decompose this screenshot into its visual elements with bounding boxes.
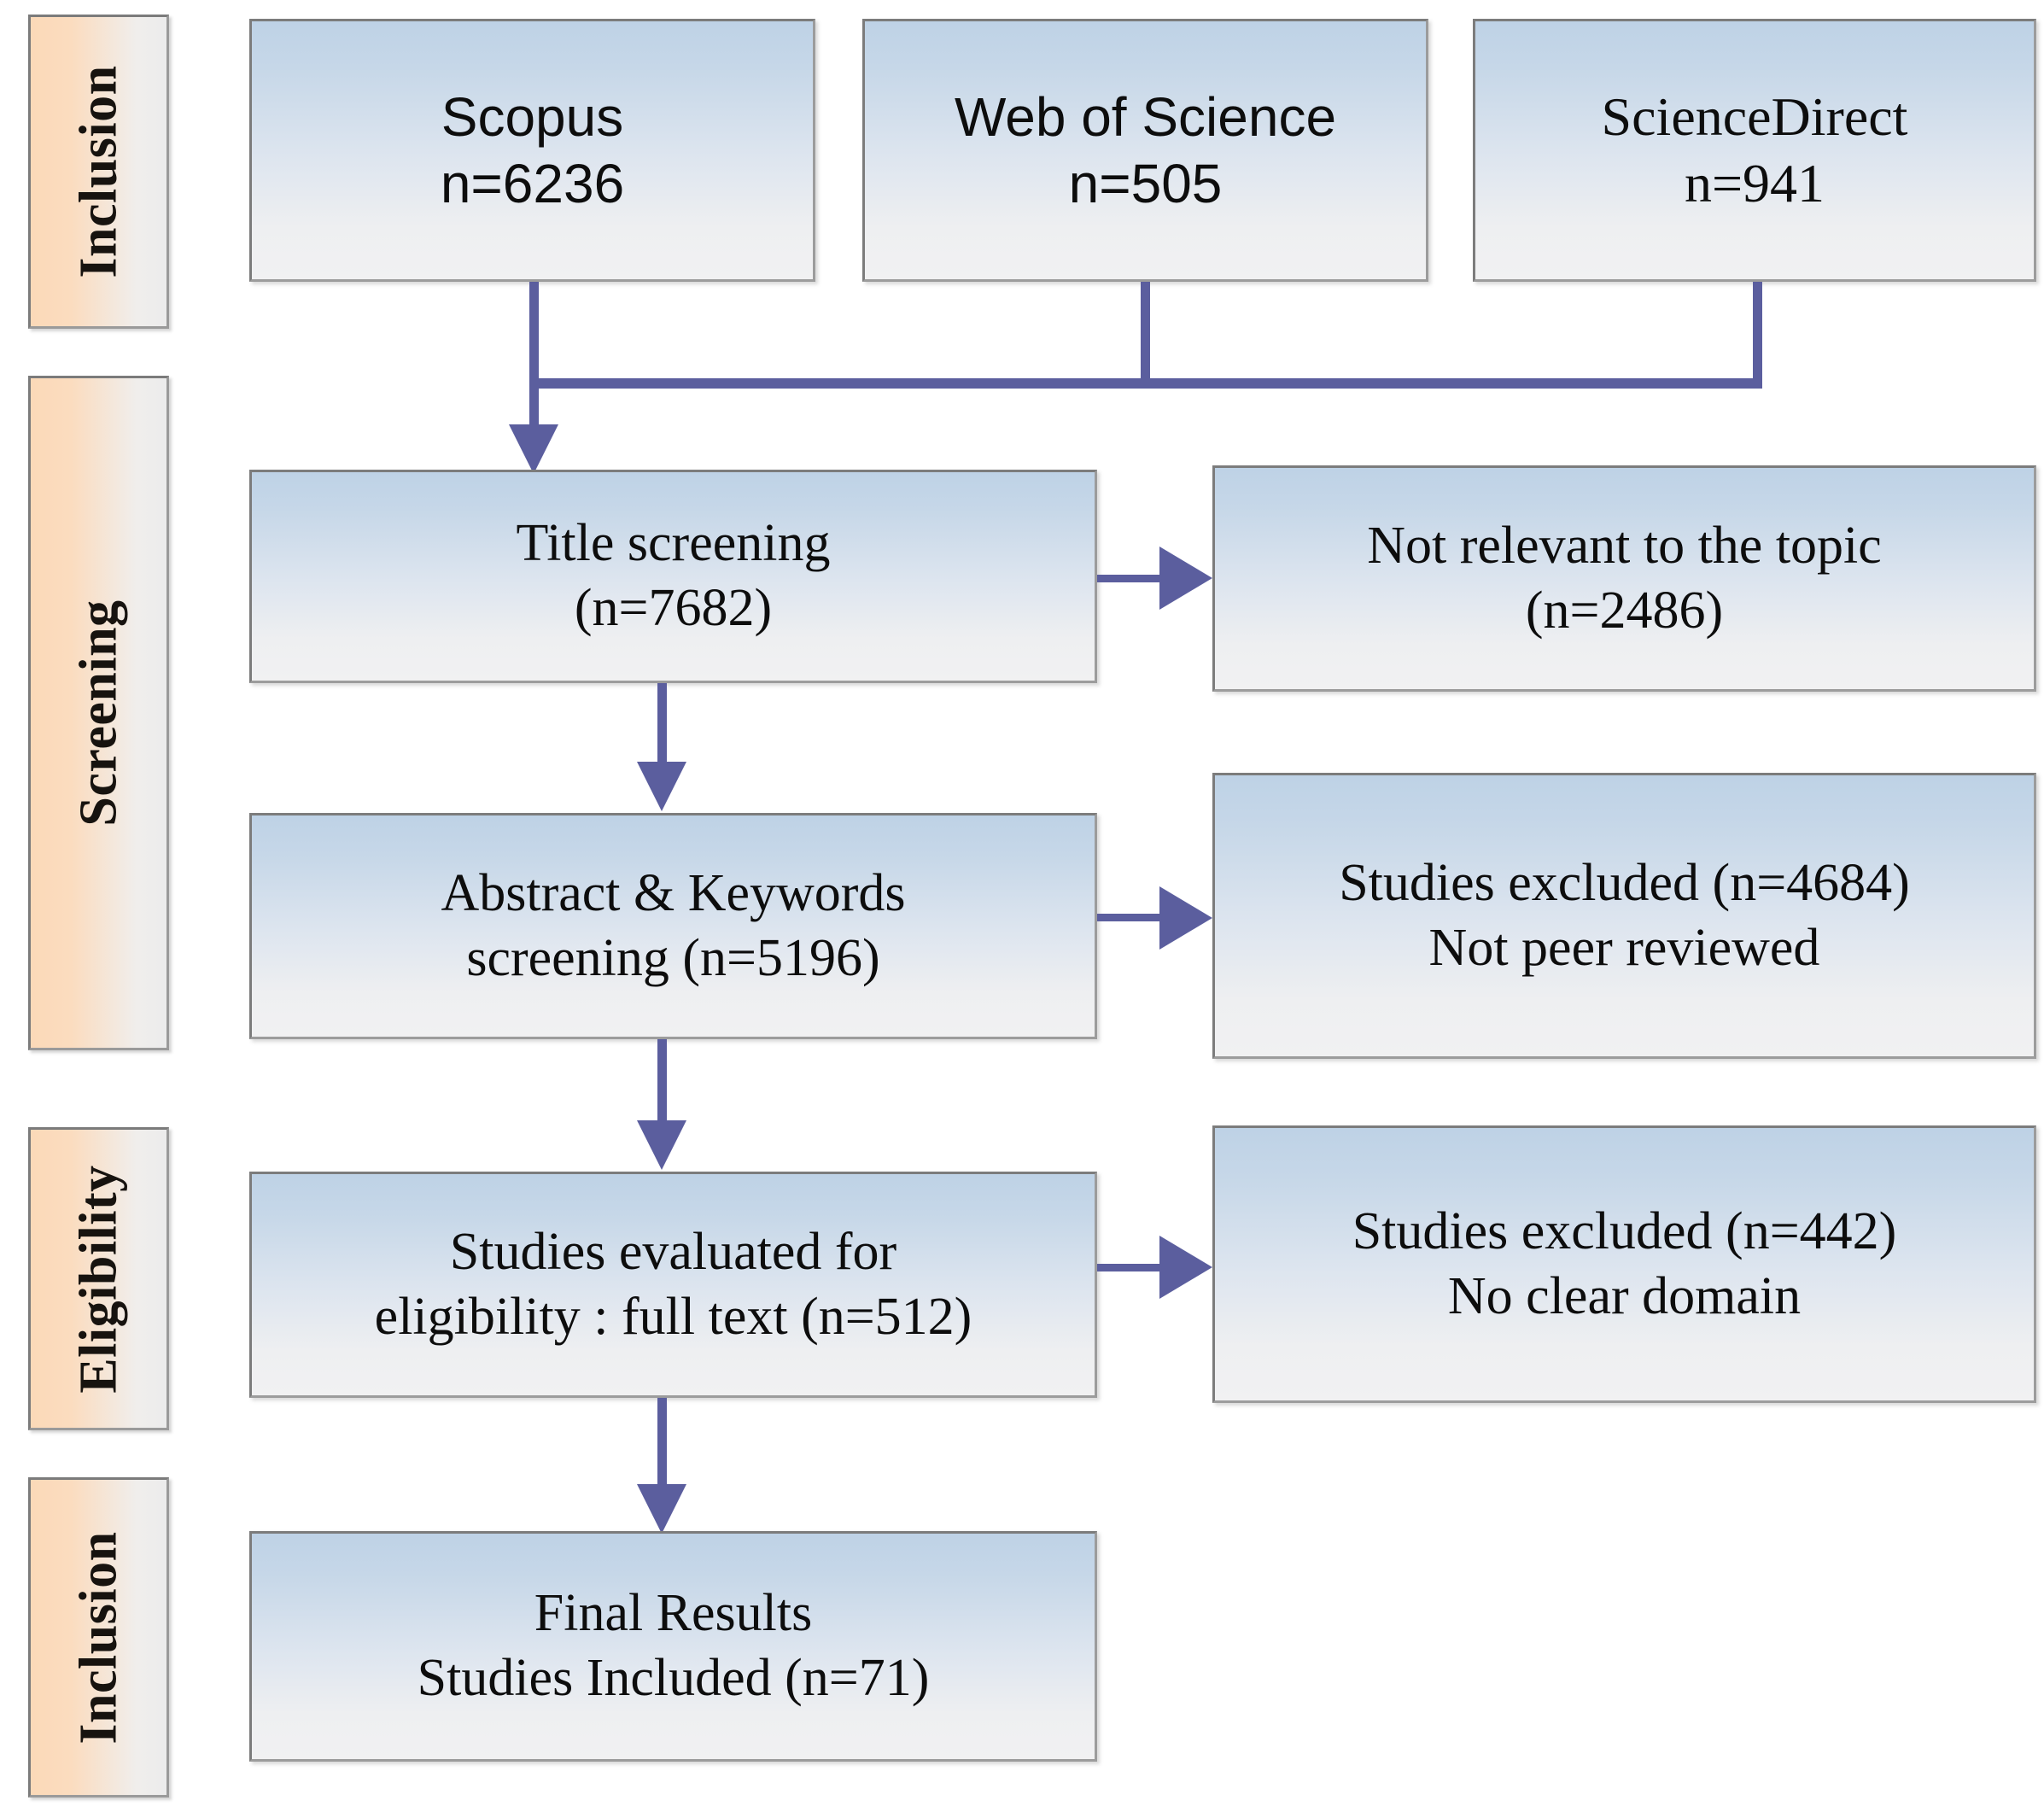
- connector-eligibility-to-final: [657, 1398, 667, 1492]
- stage-box-final-results: Final Results Studies Included (n=71): [249, 1531, 1097, 1762]
- stage-box-title-screening-text: Title screening (n=7682): [516, 514, 831, 637]
- excluded-box-not-relevant-text: Not relevant to the topic (n=2486): [1367, 516, 1882, 640]
- source-box-web-of-science-text: Web of Science n=505: [954, 85, 1337, 214]
- connector-sources-bus: [529, 378, 1762, 389]
- stage-box-title-screening: Title screening (n=7682): [249, 470, 1097, 683]
- connector-eligibility-to-excluded: [1097, 1264, 1165, 1271]
- source-box-scopus-text: Scopus n=6236: [440, 85, 625, 214]
- phase-label-screening: Screening: [69, 599, 127, 827]
- excluded-box-not-peer-reviewed-text: Studies excluded (n=4684) Not peer revie…: [1339, 853, 1910, 977]
- stage-box-abstract-keywords-screening: Abstract & Keywords screening (n=5196): [249, 813, 1097, 1039]
- connector-sciencedirect-drop: [1753, 282, 1762, 388]
- arrow-right-to-not-peer-reviewed: [1159, 886, 1212, 950]
- arrow-right-to-not-relevant: [1159, 547, 1212, 610]
- phase-band-eligibility: Eligibility: [28, 1127, 169, 1430]
- arrow-down-to-abstract-screening: [637, 762, 686, 811]
- arrow-down-to-title-screening: [509, 424, 558, 474]
- phase-band-inclusion-bottom: Inclusion: [28, 1477, 169, 1798]
- connector-title-screening-to-excluded: [1097, 575, 1165, 582]
- source-box-scopus: Scopus n=6236: [249, 19, 815, 282]
- arrow-down-to-eligibility: [637, 1120, 686, 1170]
- arrow-down-to-final-results: [637, 1484, 686, 1534]
- stage-box-full-text-eligibility: Studies evaluated for eligibility : full…: [249, 1172, 1097, 1398]
- connector-title-to-abstract: [657, 683, 667, 769]
- phase-label-eligibility: Eligibility: [69, 1164, 127, 1394]
- phase-band-inclusion-top: Inclusion: [28, 15, 169, 329]
- stage-box-abstract-keywords-screening-text: Abstract & Keywords screening (n=5196): [441, 863, 906, 987]
- excluded-box-not-peer-reviewed: Studies excluded (n=4684) Not peer revie…: [1212, 773, 2036, 1059]
- connector-scopus-drop: [529, 282, 539, 388]
- excluded-box-no-clear-domain: Studies excluded (n=442) No clear domain: [1212, 1125, 2036, 1403]
- stage-box-full-text-eligibility-text: Studies evaluated for eligibility : full…: [374, 1222, 972, 1346]
- phase-label-inclusion-top: Inclusion: [69, 65, 127, 278]
- arrow-right-to-no-clear-domain: [1159, 1236, 1212, 1299]
- phase-band-screening: Screening: [28, 376, 169, 1050]
- source-box-sciencedirect: ScienceDirect n=941: [1473, 19, 2036, 282]
- phase-label-inclusion-bottom: Inclusion: [69, 1530, 127, 1745]
- source-box-web-of-science: Web of Science n=505: [862, 19, 1428, 282]
- excluded-box-not-relevant: Not relevant to the topic (n=2486): [1212, 465, 2036, 692]
- stage-box-final-results-text: Final Results Studies Included (n=71): [417, 1584, 930, 1707]
- connector-wos-drop: [1141, 282, 1150, 388]
- connector-bus-to-title-screening: [529, 378, 539, 431]
- connector-abstract-to-eligibility: [657, 1039, 667, 1129]
- source-box-sciencedirect-text: ScienceDirect n=941: [1601, 85, 1908, 213]
- connector-abstract-to-excluded: [1097, 914, 1165, 921]
- excluded-box-no-clear-domain-text: Studies excluded (n=442) No clear domain: [1352, 1201, 1897, 1325]
